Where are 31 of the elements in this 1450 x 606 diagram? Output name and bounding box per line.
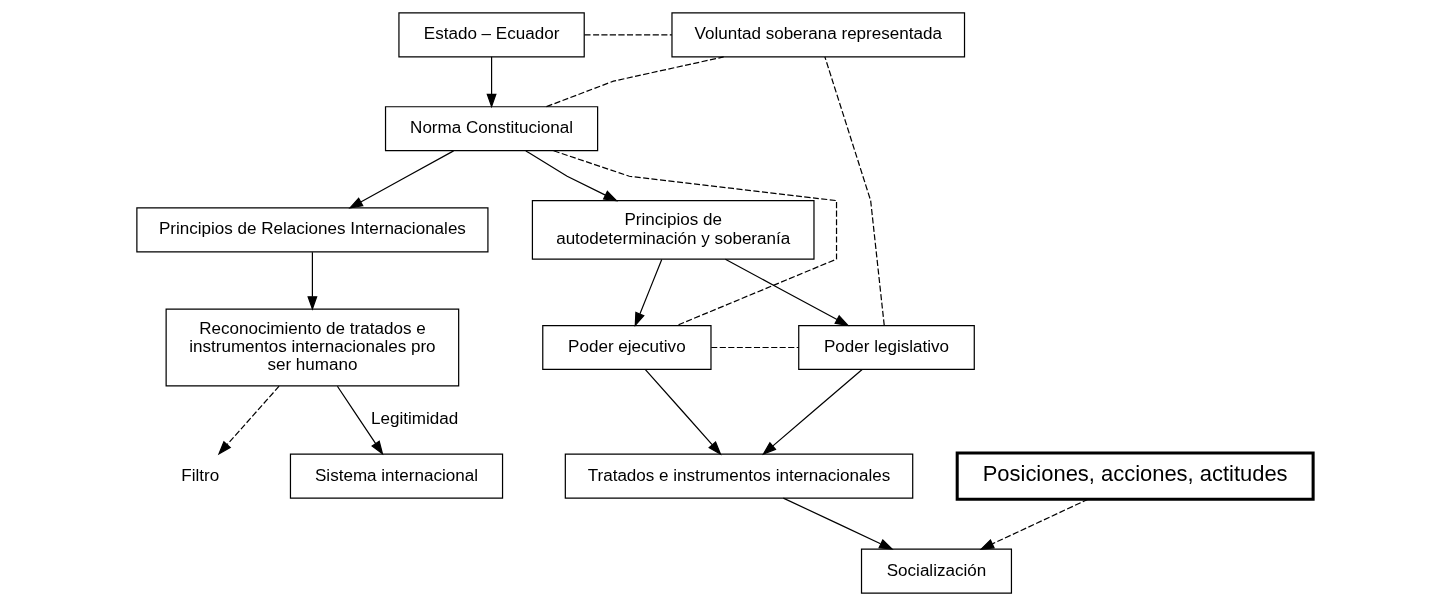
node-box: Norma Constitucional — [384, 106, 599, 152]
edge-label: Legitimidad — [371, 408, 459, 428]
arrow — [782, 497, 894, 550]
arrow — [634, 258, 663, 328]
node-box: Estado – Ecuador — [398, 12, 585, 58]
arrow — [336, 385, 384, 456]
arrow — [979, 498, 1089, 550]
connector — [710, 346, 800, 349]
node-box: Principios de Relaciones Internacionales — [136, 207, 489, 253]
node-box: Poder ejecutivo — [542, 324, 712, 371]
node-box: Principios de autodeterminación y soberanía — [531, 200, 815, 260]
arrow — [724, 258, 850, 327]
node-box: Tratados e instrumentos internacionales — [564, 453, 914, 499]
node-box: Socialización — [860, 548, 1013, 594]
connector — [824, 56, 885, 326]
node-box: Sistema internacional — [289, 453, 504, 499]
arrow — [762, 368, 863, 456]
node-box: Reconocimiento de tratados e instrumentos internacionales pro ser humano — [165, 308, 460, 387]
arrow — [348, 150, 455, 209]
connector — [545, 56, 725, 108]
node-box: Posiciones, acciones, actitudes — [955, 451, 1315, 501]
arrow — [217, 385, 280, 456]
connector — [553, 150, 838, 326]
node-text: Filtro — [181, 465, 220, 485]
connector — [583, 34, 673, 36]
arrow — [307, 251, 318, 311]
arrow — [525, 150, 619, 202]
arrow — [486, 56, 497, 109]
node-box: Poder legislativo — [798, 324, 975, 371]
arrow — [644, 368, 722, 456]
node-box: Voluntad soberana representada — [671, 12, 966, 58]
